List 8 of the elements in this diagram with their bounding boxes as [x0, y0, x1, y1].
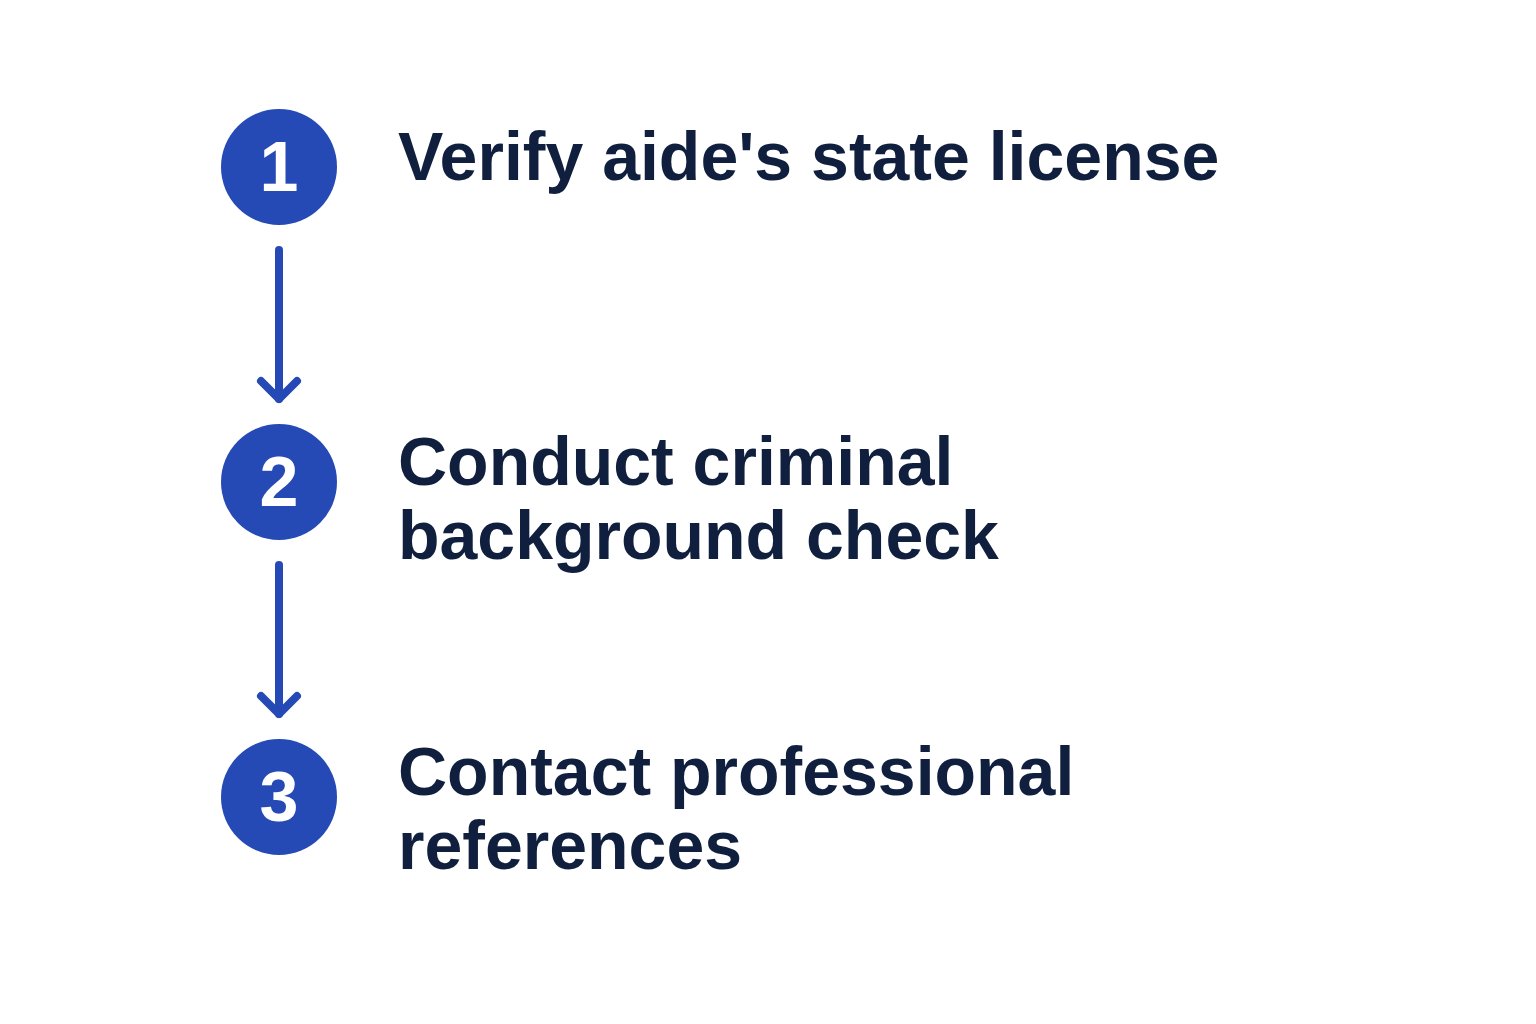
step-number: 1: [259, 132, 299, 202]
step-label: Verify aide's state license: [398, 119, 1221, 193]
step-number: 2: [259, 447, 299, 517]
step-label: Conduct criminal background check: [398, 424, 1000, 572]
arrow: [257, 561, 301, 718]
step-number: 3: [259, 762, 299, 832]
arrow: [257, 246, 301, 403]
step-label: Contact professional references: [398, 734, 1076, 882]
